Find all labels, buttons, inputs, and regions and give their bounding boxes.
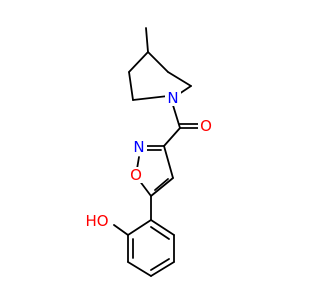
- atom-o-isoxazole: O: [130, 166, 142, 184]
- bond-carbonyl-c3iso: [163, 127, 181, 147]
- atom-bg-o-isoxazole: [128, 167, 144, 183]
- bond-ph4-ph5-inner: [150, 258, 170, 271]
- atom-bg-n-piperidine: [165, 90, 181, 106]
- bond-c4-c3pip: [128, 51, 149, 73]
- bond-ph4-ph5: [150, 261, 175, 277]
- bond-c2pip-n: [132, 95, 169, 101]
- bond-ph1-ph2: [127, 219, 152, 236]
- bond-c4-c5pip: [147, 51, 169, 73]
- bond-n-carbonyl-c: [171, 101, 181, 129]
- bond-ph2-oh: [113, 224, 129, 236]
- atom-o-carbonyl: O: [200, 117, 212, 135]
- molecule-canvas: N O N O HO: [84, 27, 214, 277]
- bond-c5iso-c4iso: [150, 177, 174, 197]
- atom-n-isoxazole: N: [133, 138, 144, 156]
- bond-c4-methyl: [145, 27, 149, 53]
- atom-bg-o-carbonyl: [198, 118, 214, 134]
- atom-labels: N O N O HO: [84, 89, 214, 230]
- piperidine-ring: [128, 27, 192, 101]
- bond-c4iso-c3iso: [163, 145, 174, 179]
- amide-group: [163, 101, 201, 147]
- bond-ph3-ph4: [127, 261, 152, 277]
- phenol-ring: [113, 195, 175, 277]
- atom-bg-n-isoxazole: [131, 139, 147, 155]
- atom-ho-phenol: HO: [85, 212, 108, 230]
- bond-ph6-ph1-inner: [150, 226, 170, 240]
- bond-c3pip-c2pip: [128, 71, 134, 101]
- bond-ph6-ph1: [150, 219, 175, 236]
- molecule-structure: N O N O HO: [84, 27, 214, 277]
- isoxazole-ring: [136, 145, 174, 197]
- bond-c5iso-c4iso-inner: [154, 178, 169, 191]
- bond-c5pip-c6pip: [167, 71, 192, 87]
- atom-bg-ho-phenol: [84, 213, 110, 229]
- atom-n-piperidine: N: [167, 89, 178, 107]
